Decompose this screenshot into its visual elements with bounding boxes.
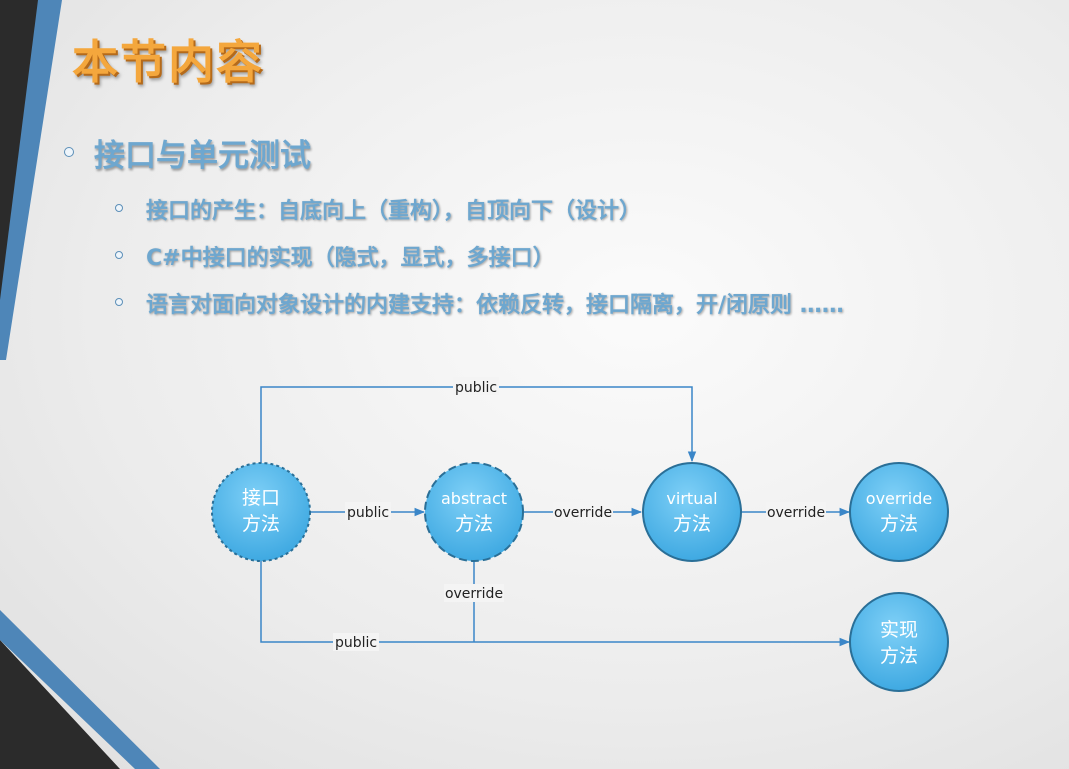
edge-label-top-public: public <box>455 380 497 396</box>
sub-bullet: 语言对面向对象设计的内建支持：依赖反转，接口隔离，开/闭原则 …… <box>146 293 844 318</box>
node-impl-line2: 方法 <box>880 645 918 667</box>
node-override-method: override 方法 <box>849 462 949 562</box>
node-abstract-line1: abstract <box>441 489 507 508</box>
bullet-dot <box>115 251 123 259</box>
node-virtual-method: virtual 方法 <box>642 462 742 562</box>
bullet-main: 接口与单元测试 <box>94 138 311 174</box>
bullet-dot <box>64 147 74 157</box>
edge-label-abstract-down: override <box>445 586 503 602</box>
bullet-dot <box>115 204 123 212</box>
bullet-dot <box>115 298 123 306</box>
node-override-line2: 方法 <box>880 513 918 535</box>
slide-title: 本节内容 <box>72 35 264 89</box>
node-interface-method: 接口 方法 <box>211 462 311 562</box>
edge-label-bottom-public: public <box>335 635 377 651</box>
node-abstract-line2: 方法 <box>455 513 493 535</box>
node-override-line1: override <box>866 489 932 508</box>
node-virtual-line2: 方法 <box>673 513 711 535</box>
node-abstract-method: abstract 方法 <box>424 462 524 562</box>
sub-bullet: 接口的产生：自底向上（重构），自顶向下（设计） <box>146 199 642 224</box>
node-impl-line1: 实现 <box>880 619 918 641</box>
edge-top-public <box>260 386 697 463</box>
sub-bullet: C#中接口的实现（隐式，显式，多接口） <box>146 246 555 271</box>
edge-bottom-public <box>260 561 851 647</box>
node-interface-line2: 方法 <box>242 513 280 535</box>
edge-label-abstract-virtual: override <box>554 505 612 521</box>
edge-label-interface-abstract: public <box>347 505 389 521</box>
node-impl-method: 实现 方法 <box>849 592 949 692</box>
node-interface-line1: 接口 <box>242 487 280 509</box>
node-virtual-line1: virtual <box>666 489 717 508</box>
edge-label-virtual-override: override <box>767 505 825 521</box>
